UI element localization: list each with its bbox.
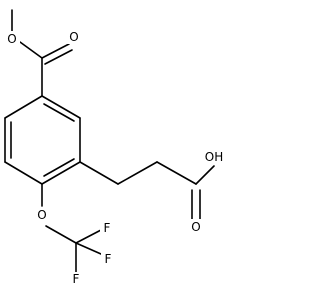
ring-inner-bond-1 xyxy=(43,103,75,122)
ring-bond-1 xyxy=(41,95,81,119)
bond-cf3-f2 xyxy=(75,242,102,255)
molecule-structure: O O OH O O F F F xyxy=(4,9,226,287)
bond-ether-oxygen-cf3 xyxy=(45,225,77,244)
ester-carbonyl-oxygen-label: O xyxy=(69,30,78,44)
bond-ring-ch2 xyxy=(79,161,119,185)
fluorine-3-label: F xyxy=(73,272,80,286)
atom-labels: O O OH O O F F F xyxy=(4,29,226,287)
ring-bond-3 xyxy=(41,161,81,185)
acid-hydroxyl-label: OH xyxy=(205,150,223,164)
bond-ch2-acid xyxy=(156,161,197,185)
acid-carbonyl-oxygen-label: O xyxy=(191,220,200,234)
bond-cf3-f1 xyxy=(75,229,102,244)
bond-ch2-ch2 xyxy=(117,161,158,185)
ring-bond-6 xyxy=(4,95,43,119)
bond-acid-hydroxyl xyxy=(195,165,215,185)
aryl-ether-oxygen-label: O xyxy=(37,208,46,222)
fluorine-1-label: F xyxy=(104,221,111,235)
bond-ester-carbonyl-double-1 xyxy=(41,43,70,59)
fluorine-2-label: F xyxy=(105,252,112,266)
bond-ester-oxygen-carbonyl xyxy=(19,41,43,59)
ring-inner-bond-2 xyxy=(43,158,75,177)
bonds xyxy=(4,9,215,273)
ester-ether-oxygen-label: O xyxy=(7,32,16,46)
ring-bond-4 xyxy=(4,161,43,185)
bond-ester-carbonyl-double-2 xyxy=(44,49,73,65)
